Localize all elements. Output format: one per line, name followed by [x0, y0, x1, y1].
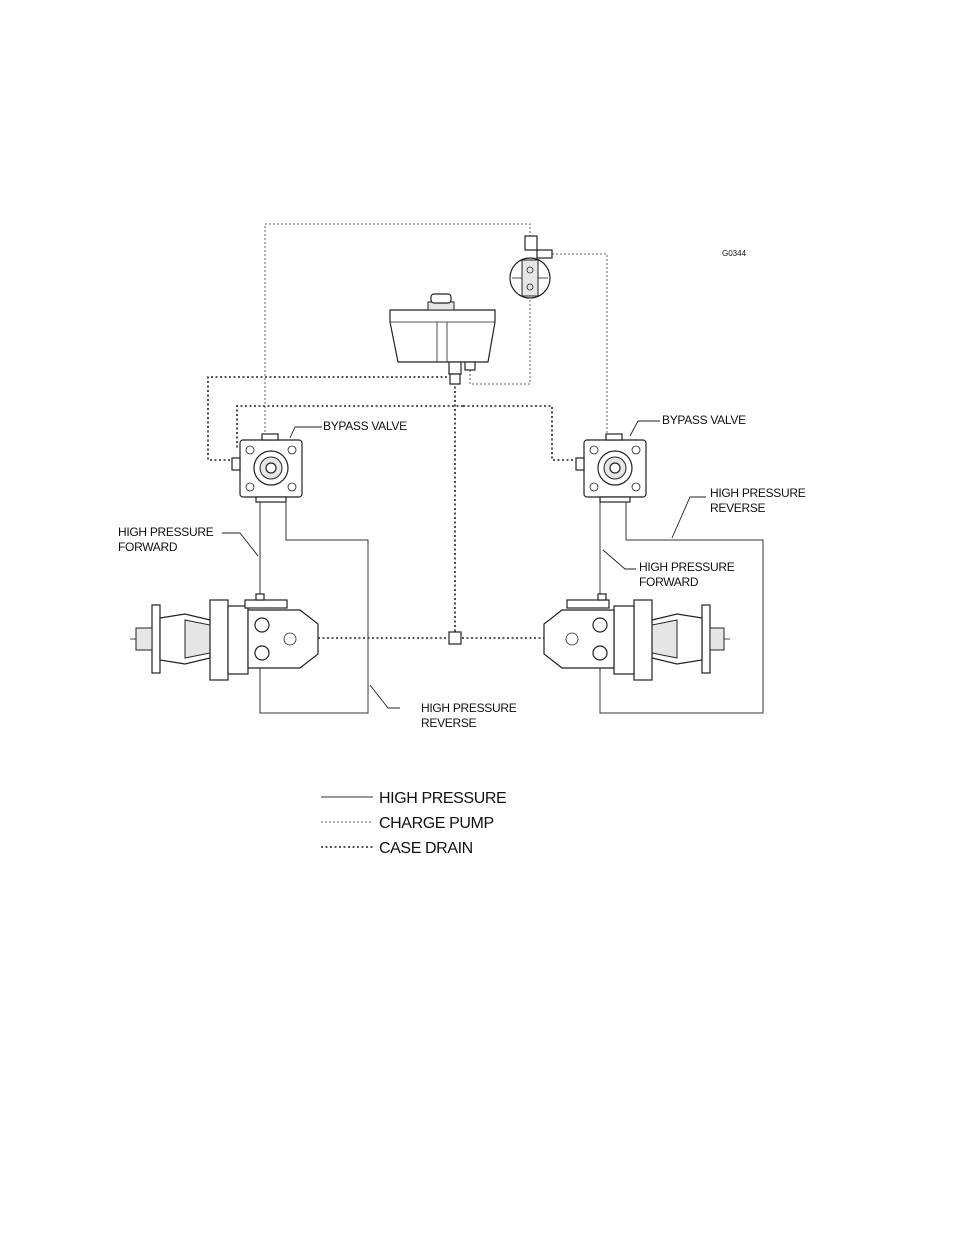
label-hp-reverse-right-line1: HIGH PRESSURE	[710, 486, 806, 500]
wheel-motor-left-icon	[130, 594, 318, 680]
legend-label-charge-pump: CHARGE PUMP	[379, 815, 494, 832]
label-hp-forward-left-line2: FORWARD	[118, 540, 178, 554]
label-hp-reverse-left-line1: HIGH PRESSURE	[421, 701, 517, 715]
wheel-motor-right-icon	[544, 594, 730, 680]
label-hp-forward-left-line1: HIGH PRESSURE	[118, 525, 214, 539]
label-hp-forward-right-line2: FORWARD	[639, 575, 699, 589]
high-pressure-lines	[260, 497, 763, 713]
drawing-code: G0344	[722, 249, 747, 258]
label-hp-reverse-left-line2: REVERSE	[421, 716, 477, 730]
label-bypass-valve-right: BYPASS VALVE	[662, 413, 746, 427]
label-hp-forward-right-line1: HIGH PRESSURE	[639, 560, 735, 574]
bypass-valve-left-icon	[232, 434, 302, 502]
reservoir-icon	[390, 294, 495, 384]
legend-label-high-pressure: HIGH PRESSURE	[379, 790, 506, 807]
drain-tee-icon	[449, 632, 461, 644]
charge-filter-icon	[510, 236, 552, 298]
legend-label-case-drain: CASE DRAIN	[379, 840, 473, 857]
legend: HIGH PRESSURE CHARGE PUMP CASE DRAIN	[321, 790, 506, 857]
label-hp-reverse-right-line2: REVERSE	[710, 501, 766, 515]
label-bypass-valve-left: BYPASS VALVE	[323, 419, 407, 433]
bypass-valve-right-icon	[576, 434, 646, 502]
